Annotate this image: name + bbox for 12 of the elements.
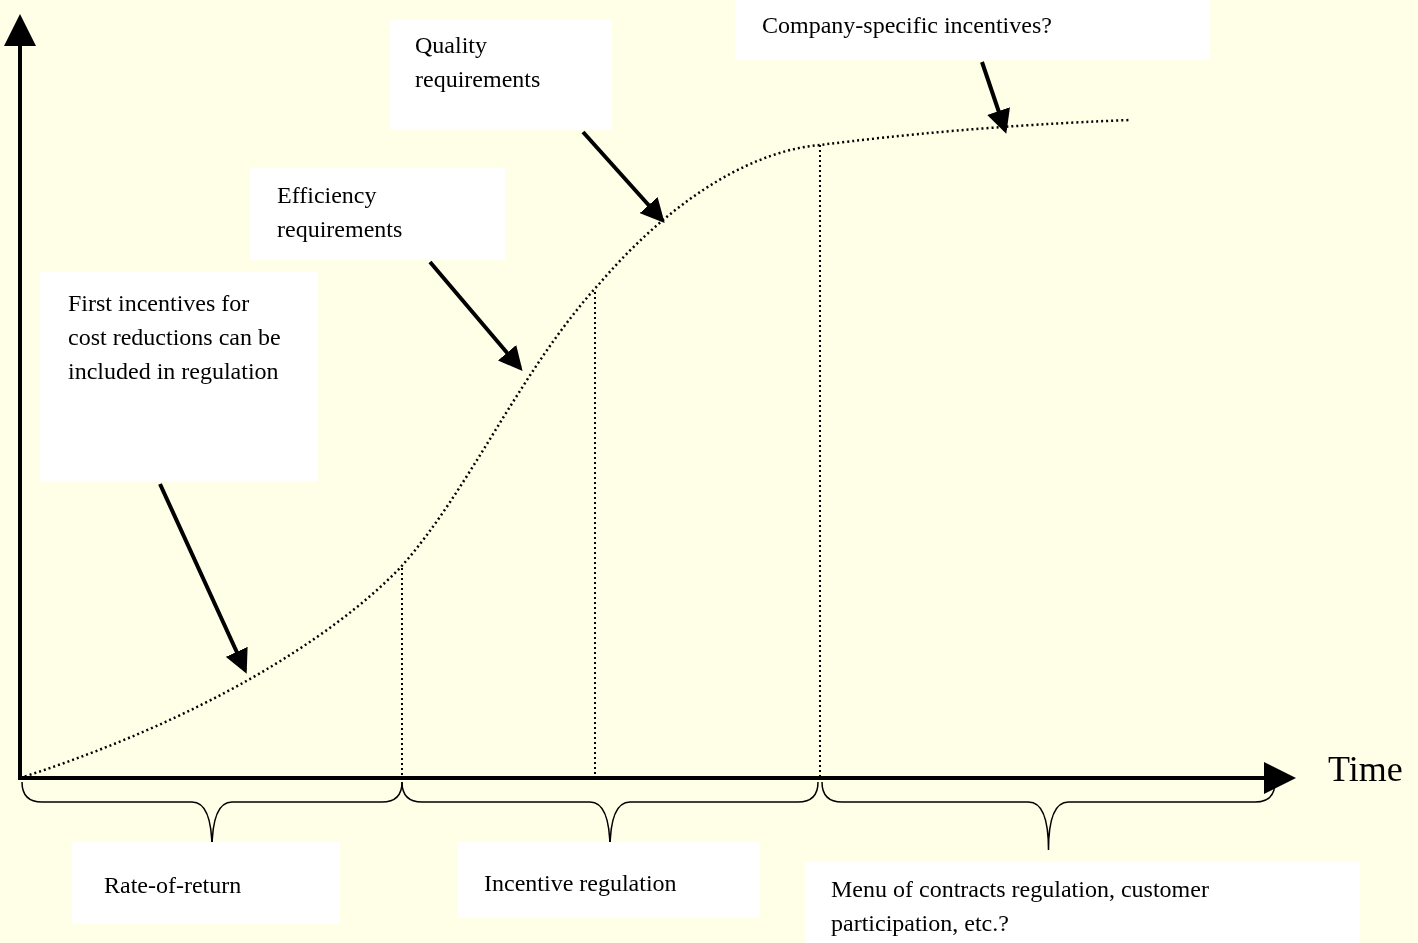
callout-text: Efficiency requirements: [277, 181, 404, 244]
leader-arrow: [158, 483, 248, 674]
callout-text: First incentives for cost reductions can be included in regulation: [68, 289, 282, 386]
axis-label: Time: [1328, 748, 1403, 790]
callout-text: Quality requirements: [415, 31, 542, 94]
callout-text: Company-specific incentives?: [762, 11, 1053, 40]
leader-arrow: [581, 130, 665, 223]
phase-label: Menu of contracts regulation, customer participation, etc.?: [831, 875, 1210, 938]
leader-arrow: [428, 260, 523, 372]
leader-arrow: [980, 61, 1010, 134]
phase-label: Rate-of-return: [104, 871, 243, 900]
phase-label: Incentive regulation: [484, 869, 678, 898]
